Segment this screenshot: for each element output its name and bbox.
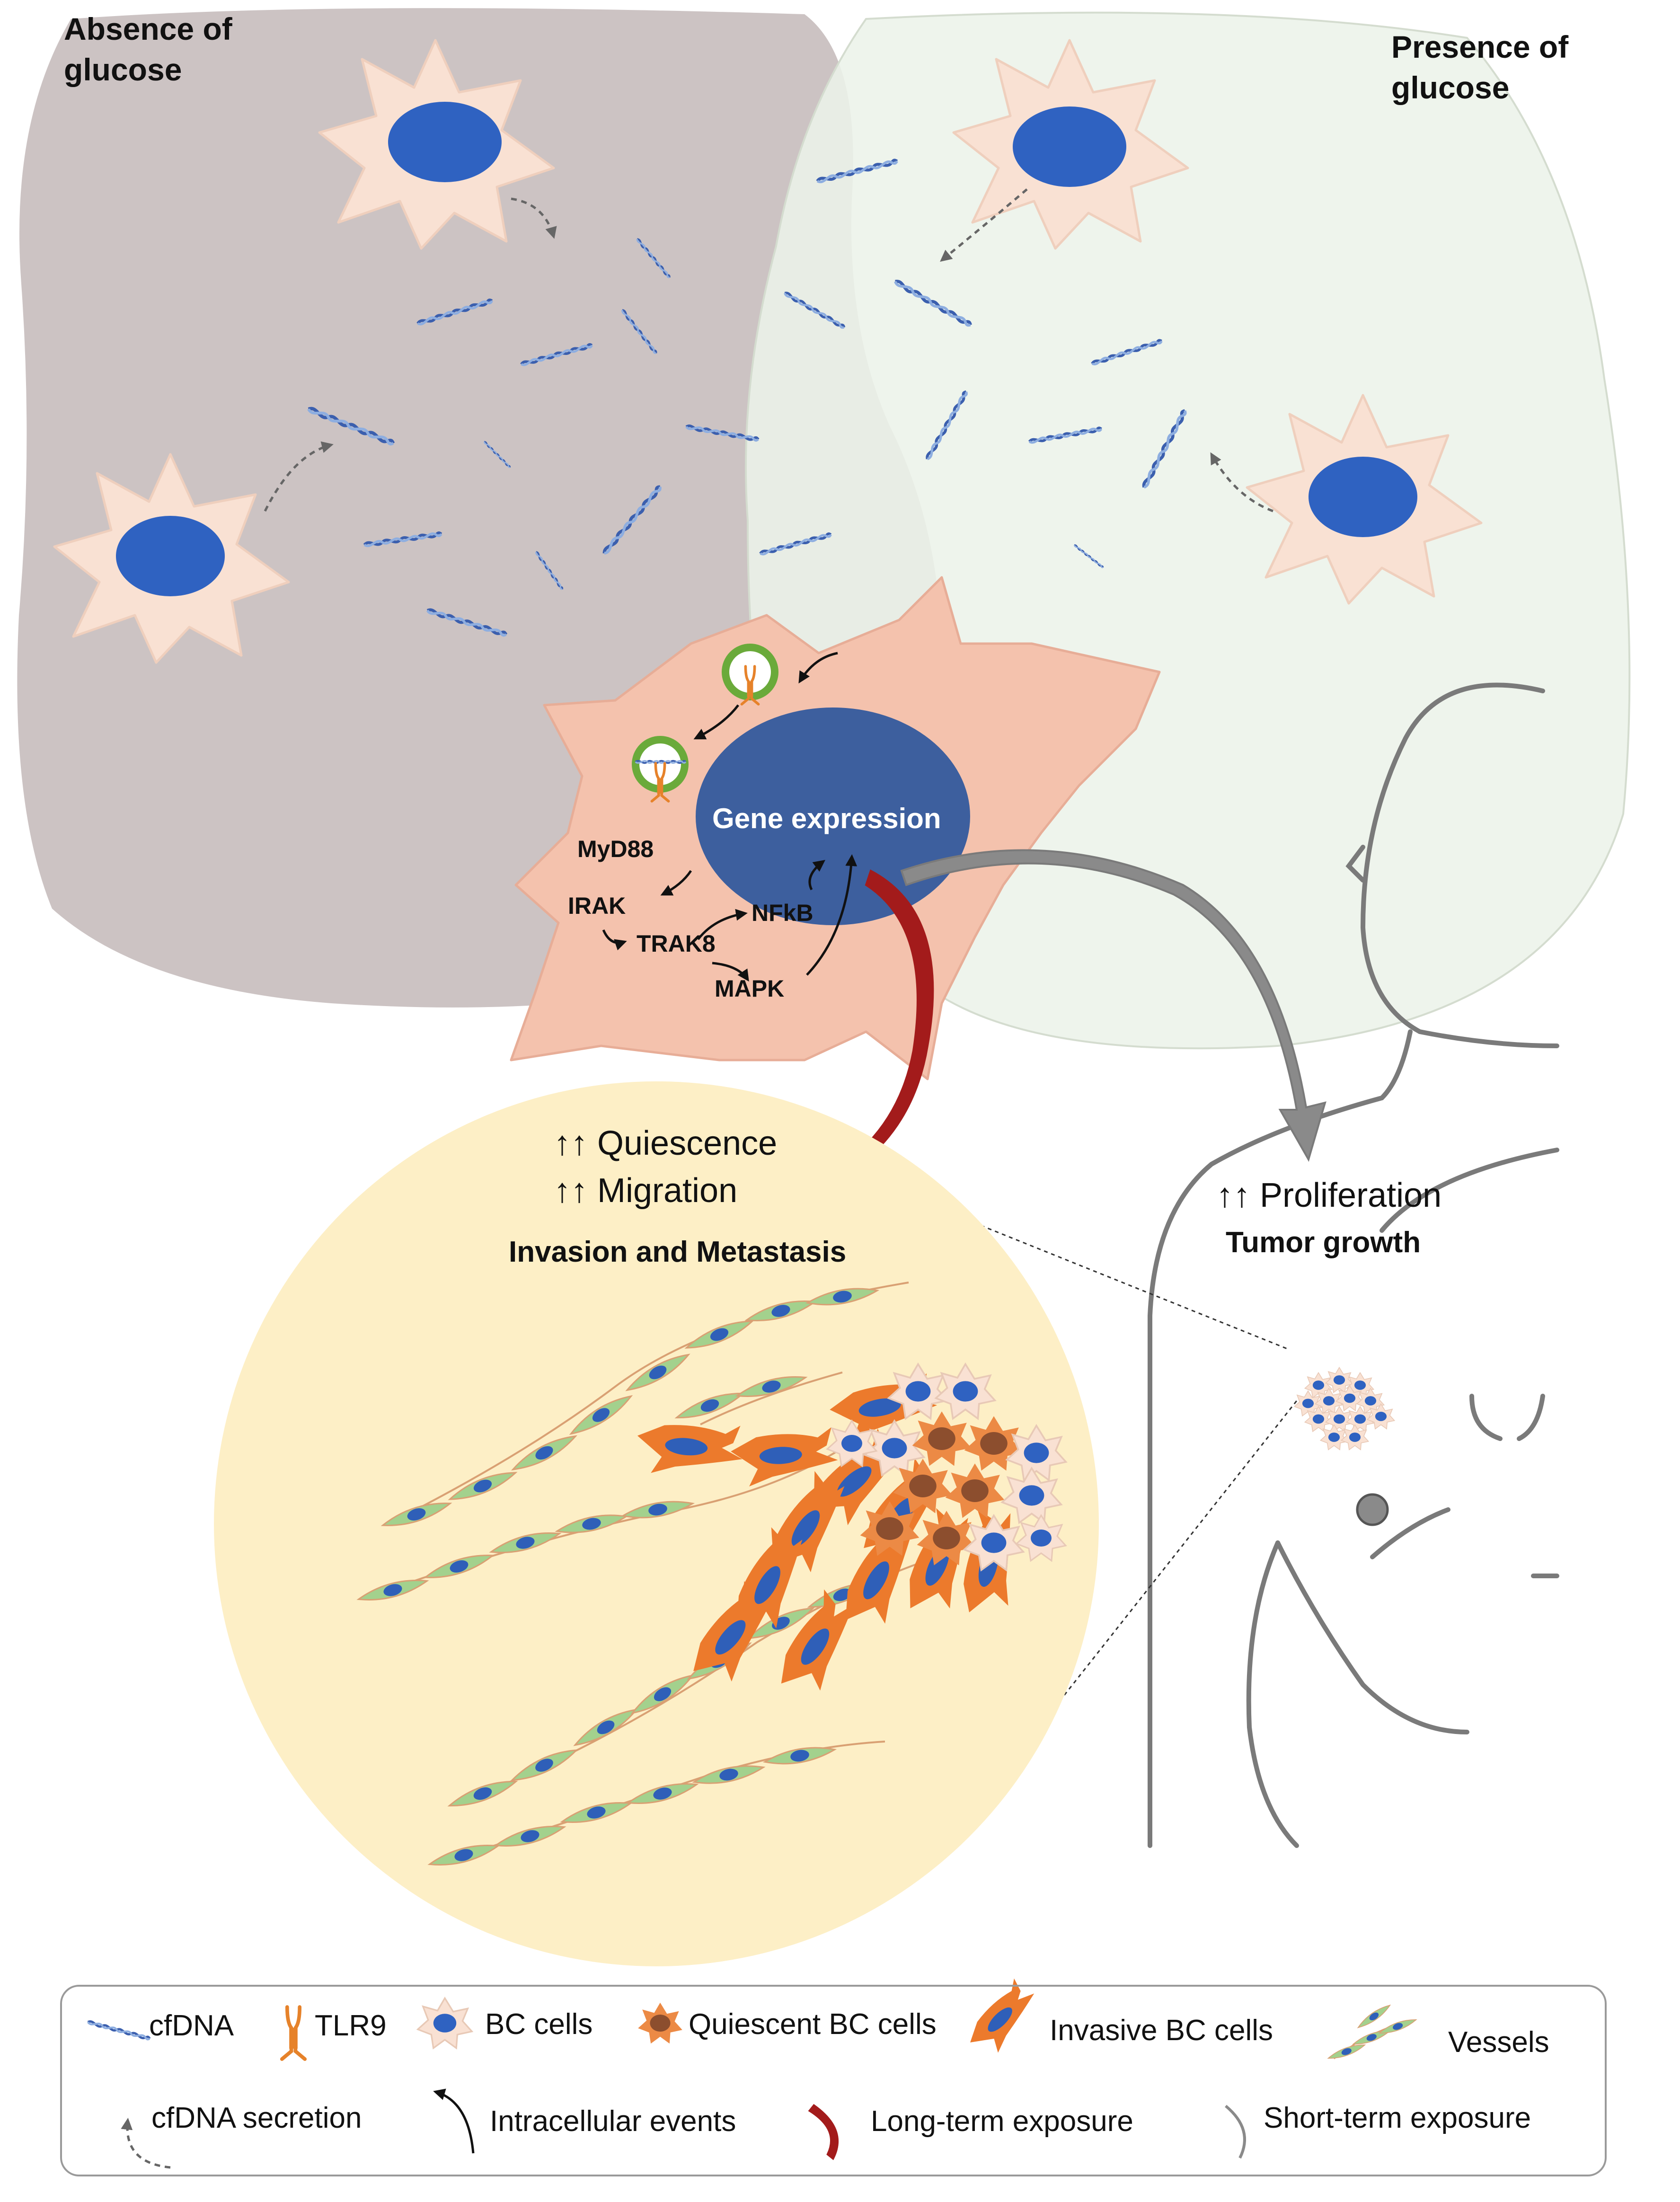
tumor-growth-label: Tumor growth <box>1226 1226 1421 1259</box>
absence-glucose-title: Absence of glucose <box>64 11 232 87</box>
bc-cell <box>1247 395 1481 603</box>
legend-label-short-term-exposure: Short-term exposure <box>1264 2102 1531 2134</box>
legend-label-cfdna: cfDNA <box>149 2009 234 2042</box>
legend-label-intracellular-events: Intracellular events <box>490 2105 736 2138</box>
bc-cell <box>954 40 1188 248</box>
nipple <box>1356 1493 1389 1526</box>
legend-label-vessels: Vessels <box>1448 2026 1549 2059</box>
quiescence-label: ↑↑ Quiescence <box>554 1124 778 1162</box>
proliferation-label: ↑↑ Proliferation <box>1216 1176 1442 1214</box>
pathway-mapk: MAPK <box>715 975 785 1002</box>
zoom-circle <box>214 1081 1099 1966</box>
vessels-icon <box>1326 2002 1418 2062</box>
legend-label-quiescent-bc-cells: Quiescent BC cells <box>689 2008 937 2041</box>
body-tumor <box>1294 1367 1395 1450</box>
bc-cell <box>54 454 289 663</box>
legend-label-invasive-bc-cells: Invasive BC cells <box>1050 2014 1273 2047</box>
endosome-1 <box>722 644 778 704</box>
legend-label-cfdna-secretion: cfDNA secretion <box>151 2102 362 2134</box>
gray-arrow-icon <box>1225 2105 1246 2159</box>
pathway-trak8: TRAK8 <box>637 930 716 957</box>
legend-label-long-term-exposure: Long-term exposure <box>871 2105 1133 2138</box>
legend-label-bc-cells: BC cells <box>485 2008 593 2041</box>
red-arrow-icon <box>808 2104 839 2160</box>
legend-label-tlr9: TLR9 <box>315 2009 387 2042</box>
dashed-arrow-icon <box>121 2118 171 2169</box>
bc-cell <box>319 40 554 248</box>
legend-icons <box>88 1976 1418 2169</box>
legend <box>60 1985 1607 2176</box>
pathway-myd88: MyD88 <box>577 836 654 862</box>
presence-glucose-title: Presence of glucose <box>1391 29 1569 105</box>
short-term-exposure-arrow <box>900 849 1326 1162</box>
migration-label: ↑↑ Migration <box>554 1172 738 1210</box>
endosome-2 <box>632 736 689 801</box>
pathway-nfkb: NFkB <box>752 900 813 926</box>
body-outline <box>1148 682 1559 1848</box>
pathway-irak: IRAK <box>568 893 626 919</box>
invasion-metastasis-label: Invasion and Metastasis <box>509 1236 847 1268</box>
nucleus-label: Gene expression <box>712 803 941 834</box>
curved-arrow-icon <box>433 2088 475 2154</box>
